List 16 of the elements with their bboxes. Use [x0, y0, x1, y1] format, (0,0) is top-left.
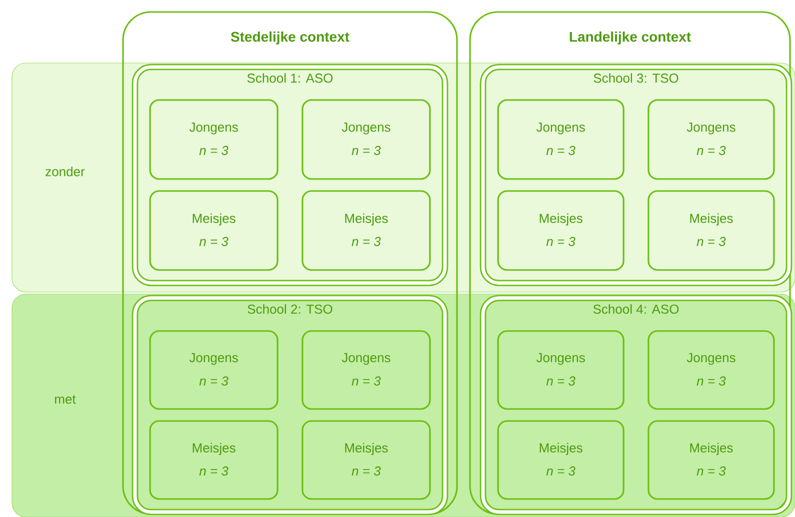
group-box: Jongens n = 3 [302, 330, 431, 410]
group-box: Jongens n = 3 [497, 99, 624, 180]
group-box: Jongens n = 3 [497, 330, 624, 410]
group-box: Jongens n = 3 [648, 99, 775, 180]
group-box: Meisjes n = 3 [648, 190, 775, 271]
group-box: Jongens n = 3 [648, 330, 775, 410]
group-box: Meisjes n = 3 [648, 420, 775, 500]
group-box: Meisjes n = 3 [302, 190, 431, 271]
group-box: Meisjes n = 3 [302, 420, 431, 500]
group-box: Meisjes n = 3 [497, 420, 624, 500]
group-box: Jongens n = 3 [149, 330, 278, 410]
group-box: Jongens n = 3 [302, 99, 431, 180]
group-box: Meisjes n = 3 [149, 420, 278, 500]
group-box: Meisjes n = 3 [497, 190, 624, 271]
group-box: Meisjes n = 3 [149, 190, 278, 271]
group-box: Jongens n = 3 [149, 99, 278, 180]
